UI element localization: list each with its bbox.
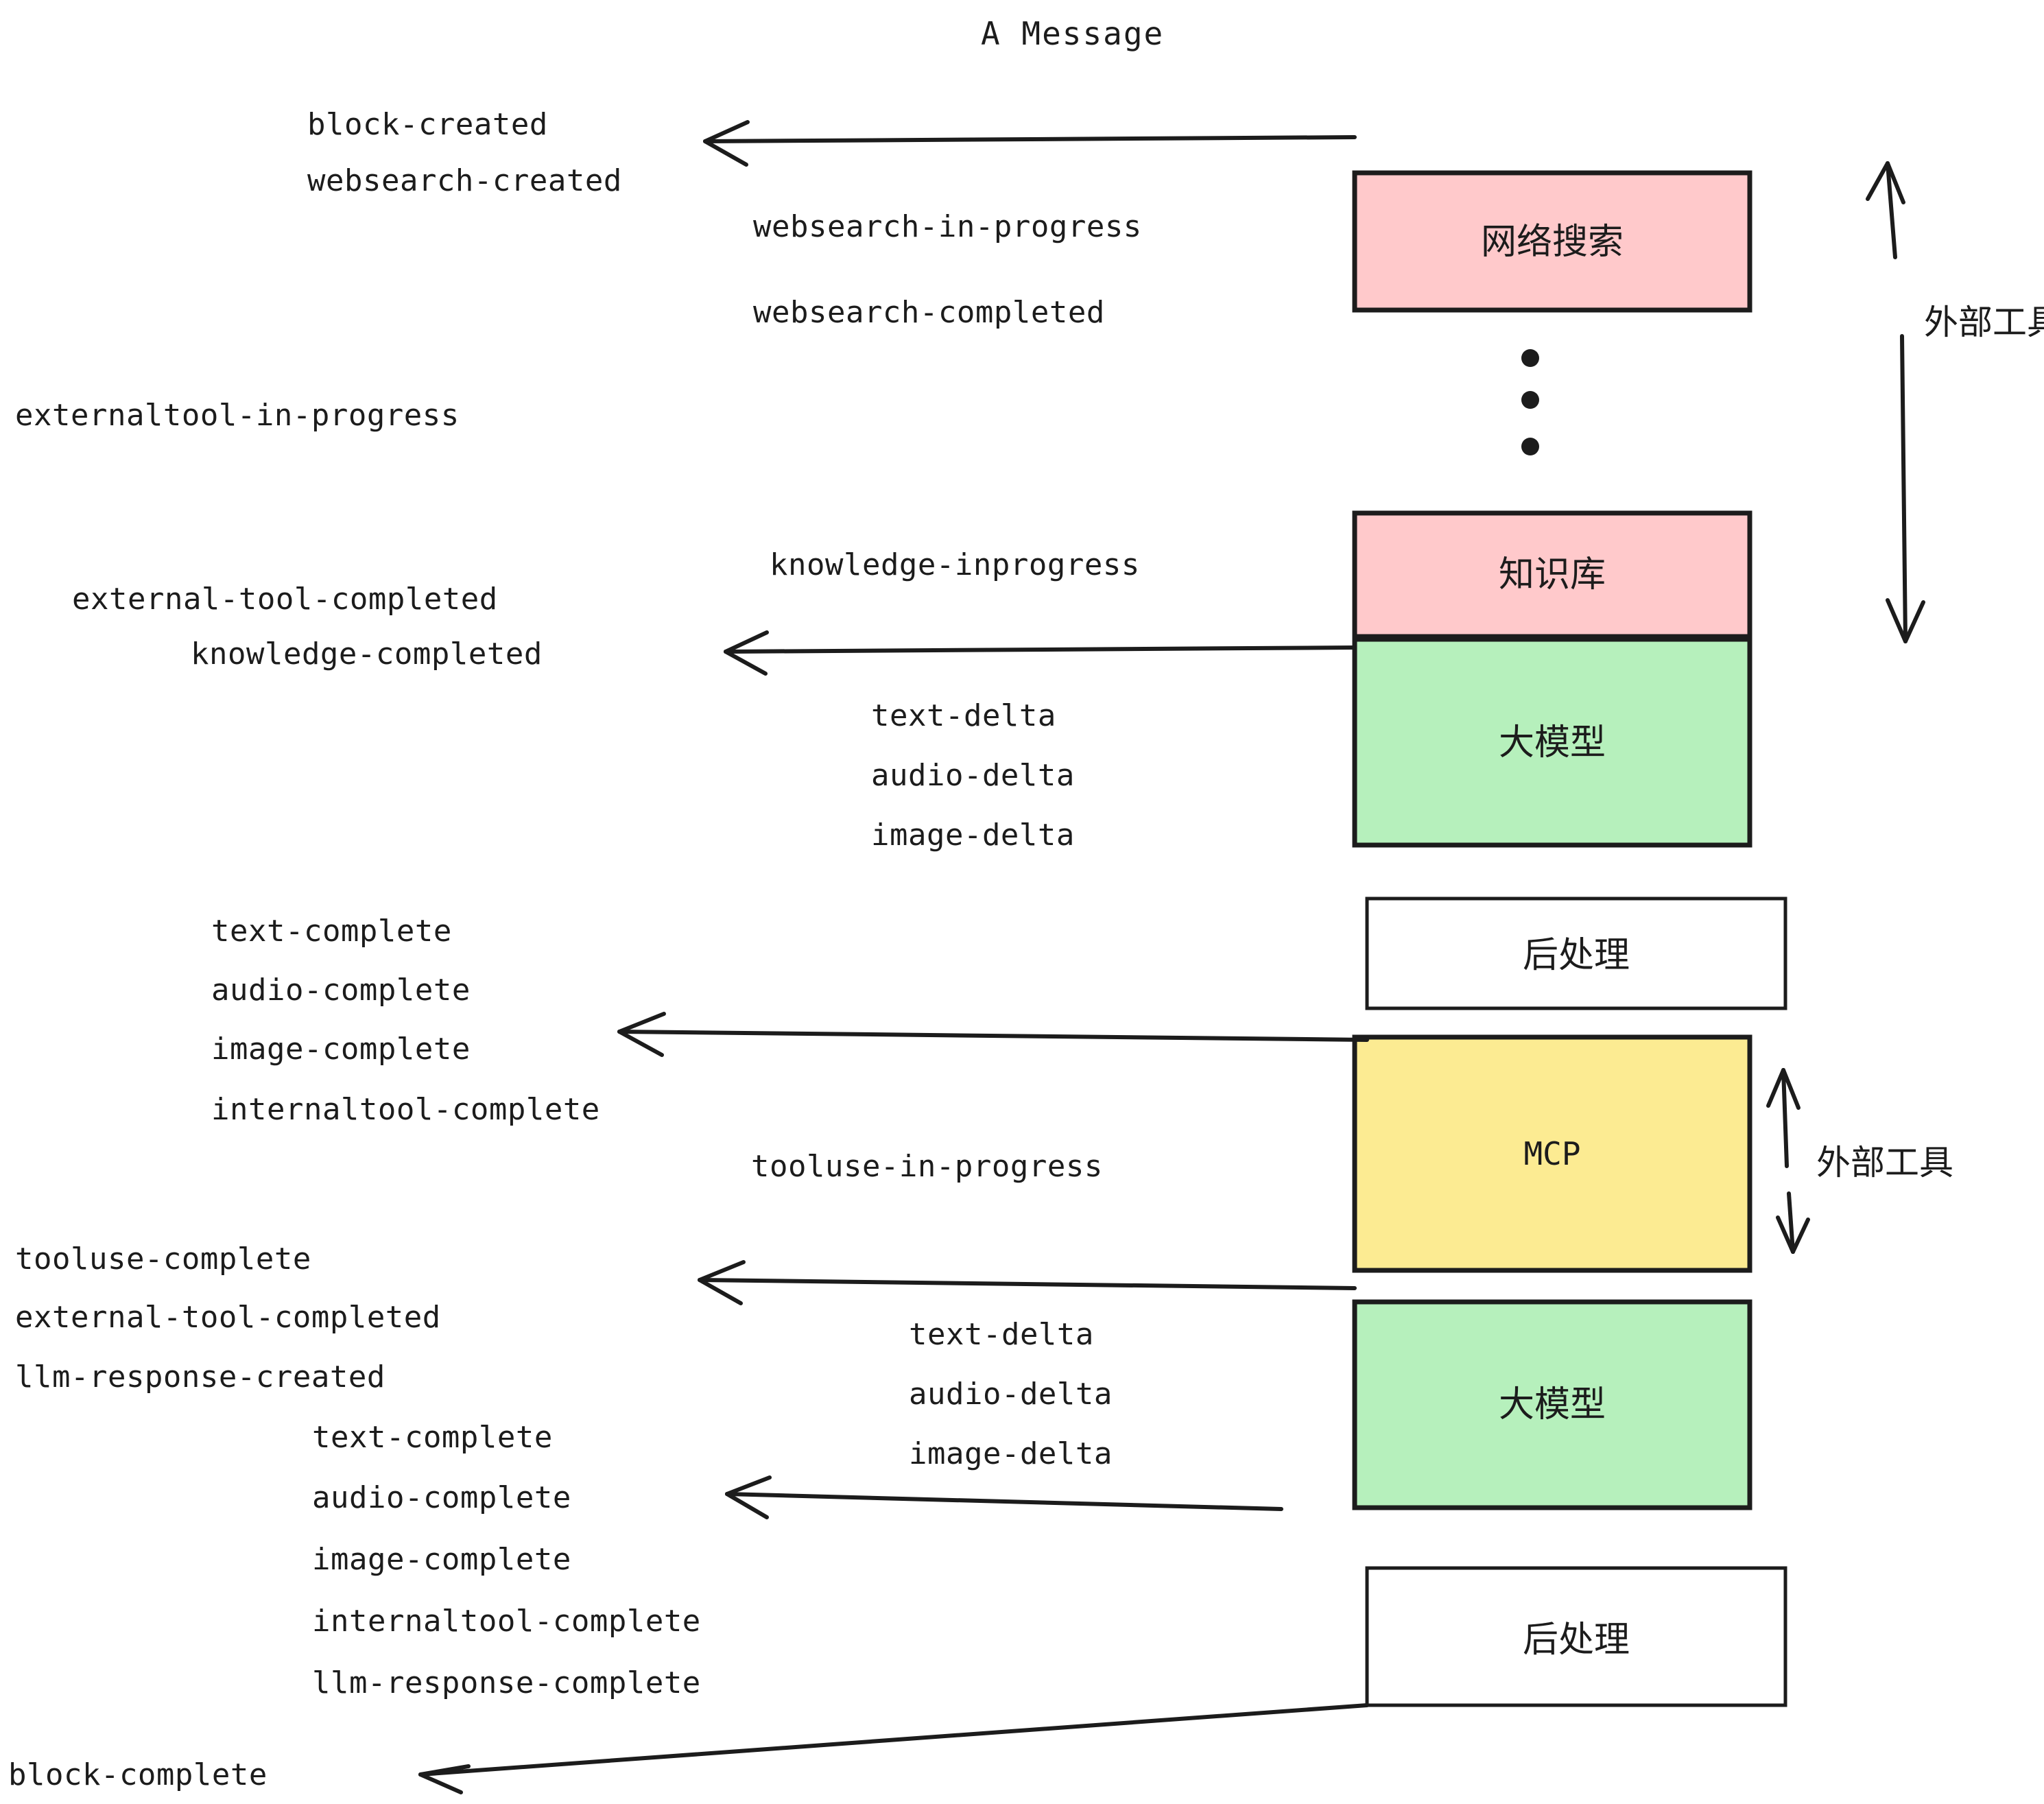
box-postprocess-1 <box>1365 897 1787 1010</box>
box-llm-1-label: 大模型 <box>1499 722 1606 763</box>
event-external-tool-completed-2: external-tool-completed <box>15 1300 441 1335</box>
event-text-delta-2: text-delta <box>909 1317 1094 1352</box>
external-tool-top-arrow-up <box>1866 161 1905 259</box>
arrow-mcp-to-events <box>698 1260 1357 1305</box>
event-knowledge-completed: knowledge-completed <box>191 637 543 672</box>
external-tool-top-label: 外部工具 <box>1924 302 2044 342</box>
arrow-knowledge-to-events <box>724 630 1357 676</box>
event-llm-response-created: llm-response-created <box>15 1360 385 1394</box>
external-tool-bottom-label: 外部工具 <box>1816 1143 1953 1183</box>
external-tool-top-arrow-down <box>1886 334 1925 643</box>
event-audio-complete-1: audio-complete <box>211 973 471 1008</box>
event-llm-response-complete: llm-response-complete <box>312 1665 701 1700</box>
event-image-complete-2: image-complete <box>312 1542 571 1577</box>
box-llm-2-label: 大模型 <box>1499 1384 1606 1425</box>
event-image-delta-2: image-delta <box>909 1436 1113 1471</box>
arrow-postprocess-1-to-events <box>617 1012 1369 1057</box>
box-knowledge <box>1352 510 1752 639</box>
event-block-created: block-created <box>307 107 548 142</box>
box-llm-1 <box>1352 637 1752 848</box>
arrow-postprocess-2-to-events <box>418 1703 1369 1794</box>
event-audio-complete-2: audio-complete <box>312 1480 571 1515</box>
event-text-complete-1: text-complete <box>211 914 452 949</box>
event-text-delta-1: text-delta <box>871 698 1056 733</box>
page-title: A Message <box>981 15 1164 52</box>
ellipsis-dot-3 <box>1521 438 1539 455</box>
event-internaltool-complete-2: internaltool-complete <box>312 1604 701 1639</box>
external-tool-bottom-arrow-down <box>1776 1191 1810 1254</box>
ellipsis-dot-2 <box>1521 391 1539 409</box>
event-text-complete-2: text-complete <box>312 1420 553 1455</box>
event-internaltool-complete-1: internaltool-complete <box>211 1092 600 1127</box>
event-audio-delta-1: audio-delta <box>871 758 1075 793</box>
event-block-complete: block-complete <box>8 1757 268 1792</box>
event-tooluse-complete: tooluse-complete <box>15 1242 311 1277</box>
event-external-tool-completed-1: external-tool-completed <box>72 582 498 617</box>
box-postprocess-2 <box>1365 1566 1787 1707</box>
box-websearch-label: 网络搜索 <box>1481 222 1624 263</box>
event-knowledge-inprogress: knowledge-inprogress <box>770 547 1140 582</box>
box-websearch <box>1352 170 1752 313</box>
event-image-delta-1: image-delta <box>871 818 1075 853</box>
box-postprocess-2-label: 后处理 <box>1523 1619 1630 1661</box>
event-websearch-in-progress: websearch-in-progress <box>753 209 1142 244</box>
box-mcp-label: MCP <box>1523 1135 1580 1172</box>
event-image-complete-1: image-complete <box>211 1032 471 1067</box>
event-audio-delta-2: audio-delta <box>909 1377 1113 1412</box>
box-llm-2 <box>1352 1299 1752 1510</box>
event-externaltool-in-progress: externaltool-in-progress <box>15 398 460 433</box>
event-websearch-created: websearch-created <box>307 163 622 198</box>
arrow-websearch-to-events <box>703 120 1357 167</box>
event-websearch-completed: websearch-completed <box>753 295 1105 330</box>
box-knowledge-label: 知识库 <box>1499 554 1606 595</box>
box-postprocess-1-label: 后处理 <box>1523 935 1630 976</box>
ellipsis-dot-1 <box>1521 349 1539 367</box>
arrow-llm-2-to-events <box>725 1475 1283 1519</box>
external-tool-bottom-arrow-up <box>1766 1068 1801 1168</box>
box-mcp <box>1352 1034 1752 1273</box>
event-tooluse-in-progress: tooluse-in-progress <box>751 1149 1103 1184</box>
